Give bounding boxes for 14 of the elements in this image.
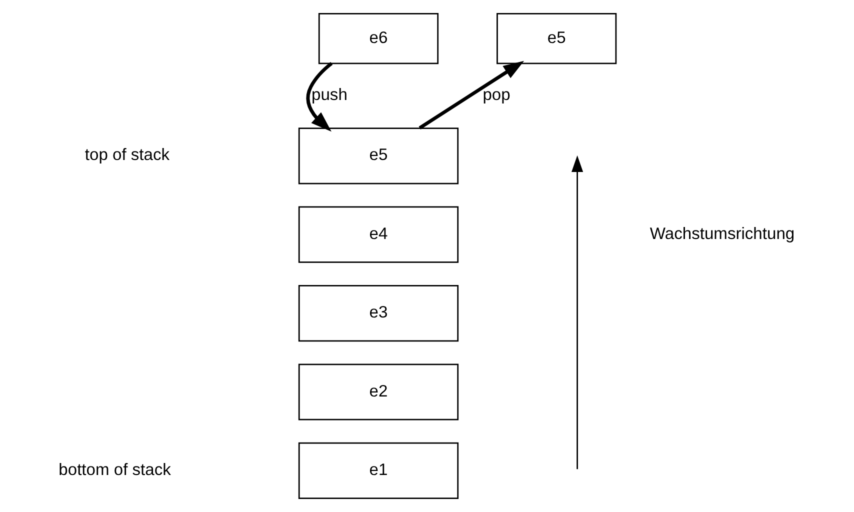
node-box: e5 — [298, 128, 458, 184]
label: bottom of stack — [58, 460, 170, 479]
arrow — [418, 60, 524, 130]
arrow — [306, 62, 332, 132]
label: top of stack — [84, 145, 170, 164]
node-box: e3 — [298, 285, 458, 342]
node-box: e2 — [298, 364, 458, 420]
edge-label: push — [311, 85, 347, 104]
label: Wachstumsrichtung — [649, 224, 794, 243]
edge-label: pop — [482, 85, 510, 104]
node-box: e6 — [318, 13, 438, 64]
node-box: e1 — [298, 442, 458, 499]
node-box: e4 — [298, 206, 458, 263]
node-box: e5 — [496, 13, 616, 64]
